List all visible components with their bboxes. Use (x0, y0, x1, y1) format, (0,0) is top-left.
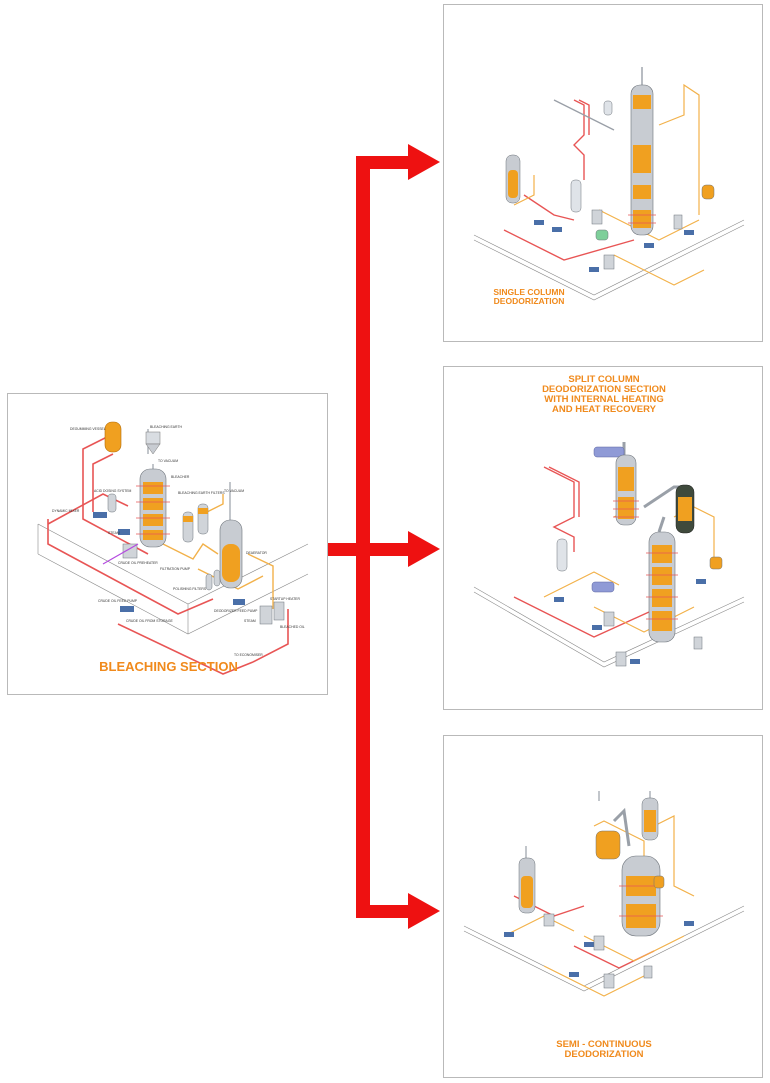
arrow-branch-middle-shaft (364, 543, 410, 556)
single-column-title-line1: SINGLE COLUMN (493, 287, 565, 297)
semi-continuous-title-line2: DEODORIZATION (564, 1048, 644, 1060)
single-column-panel: SINGLE COLUMN DEODORIZATION (443, 4, 763, 342)
split-column-title-line4: AND HEAT RECOVERY (552, 403, 656, 415)
arrow-branch-bottom-shaft (356, 905, 410, 918)
semi-continuous-panel: SEMI - CONTINUOUS DEODORIZATION (443, 735, 763, 1078)
deaerator-vessel (518, 857, 536, 914)
high-pressure-steam-generator (570, 179, 582, 213)
distillate-collector (653, 875, 665, 889)
startup-heater (259, 601, 285, 625)
label-deaerator: DEAERATOR (246, 551, 267, 555)
high-pressure-steam-generator (556, 538, 568, 572)
polishing-filters (205, 569, 221, 591)
upper-column (613, 454, 639, 526)
split-column-title: SPLIT COLUMN DEODORIZATION SECTION WITH … (504, 375, 704, 415)
vacuum-scrubber (603, 100, 613, 116)
label-crude-oil-feed-pump: CRUDE OIL FEED PUMP (98, 599, 138, 603)
deodorizer-column (628, 84, 656, 236)
bleaching-earth-filters (182, 503, 209, 543)
label-bleaching-earth-filters: BLEACHING EARTH FILTERS (178, 491, 225, 495)
label-startup-heater: STARTUP HEATER (270, 597, 300, 601)
crude-oil-preheater (102, 543, 139, 565)
label-polishing-filters: POLISHING FILTERS (173, 587, 207, 591)
deaerator-vessel (219, 494, 243, 589)
split-column-diagram (473, 442, 745, 668)
pumps-group (534, 220, 694, 272)
acid-dosing-system (93, 493, 130, 535)
split-column-panel: SPLIT COLUMN DEODORIZATION SECTION WITH … (443, 366, 763, 710)
pre-heater-vessel (595, 830, 621, 860)
label-crude-oil-from-storage: CRUDE OIL FROM STORAGE (126, 619, 173, 623)
internal-heating-vessel (593, 446, 625, 458)
label-degumming-vessel: DEGUMMING VESSEL (70, 427, 106, 431)
label-dynamic-mixer: DYNAMIC MIXER (52, 509, 80, 513)
distillate-receiver (701, 184, 715, 200)
main-deodorizer-tank (619, 855, 663, 937)
split-column-title-line3: WITH INTERNAL HEATING (544, 393, 664, 405)
single-column-diagram (473, 67, 745, 301)
degumming-vessel (104, 421, 122, 453)
split-column-title-line2: DEODORIZATION SECTION (542, 383, 666, 395)
scrubber (675, 484, 695, 534)
deaerator-vessel (505, 154, 521, 204)
arrow-head-top (408, 144, 440, 180)
arrow-branch-top-shaft (356, 156, 410, 169)
arrow-head-middle (408, 531, 440, 567)
label-steam-2: STEAM (244, 619, 256, 623)
arrow-trunk-horizontal (328, 543, 364, 556)
lower-column (646, 531, 678, 643)
label-filtration-pump: FILTRATION PUMP (160, 567, 191, 571)
pumps-group (554, 579, 706, 664)
semi-continuous-title-line1: SEMI - CONTINUOUS (556, 1039, 652, 1050)
semi-continuous-title: SEMI - CONTINUOUS DEODORIZATION (504, 1040, 704, 1060)
bleaching-section-title: BLEACHING SECTION (99, 659, 238, 674)
label-to-vacuum-1: TO VACUUM (158, 459, 178, 463)
single-column-title: SINGLE COLUMN DEODORIZATION (464, 288, 594, 306)
economiser (595, 229, 609, 241)
bleacher-column (136, 468, 170, 548)
single-column-title-line2: DEODORIZATION (493, 295, 565, 306)
semi-continuous-diagram (463, 791, 745, 997)
distillate-receiver (709, 556, 723, 570)
label-deodorizer-feed-pump: DEODORIZER FEED PUMP (214, 609, 258, 613)
heat-exchangers (543, 913, 653, 989)
split-column-title-line1: SPLIT COLUMN (568, 374, 640, 385)
crude-oil-feed-pump (120, 606, 134, 612)
pumps-group (504, 921, 694, 977)
label-acid-dosing: ACID DOSING SYSTEM (94, 489, 131, 493)
label-to-vacuum-2: TO VACUUM (224, 489, 244, 493)
label-crude-oil-preheater: CRUDE OIL PREHEATER (118, 561, 158, 565)
label-bleached-oil: BLEACHED OIL (280, 625, 305, 629)
bleaching-section-diagram: DEGUMMING VESSEL BLEACHING EARTH TO VACU… (37, 421, 309, 675)
label-bleacher: BLEACHER (171, 475, 190, 479)
deodorizer-feed-pump (233, 599, 245, 605)
heat-recovery-vessel (591, 581, 615, 593)
label-to-economiser: TO ECONOMISER (234, 653, 263, 657)
label-steam: STEAM (108, 531, 120, 535)
label-bleaching-earth: BLEACHING EARTH (150, 425, 183, 429)
arrow-trunk-vertical (356, 156, 370, 918)
heat-exchangers (603, 611, 703, 667)
heat-exchangers (591, 209, 683, 270)
scrubber (641, 797, 659, 841)
arrow-head-bottom (408, 893, 440, 929)
bleaching-section-panel: DEGUMMING VESSEL BLEACHING EARTH TO VACU… (7, 393, 328, 695)
bleaching-earth-hopper (145, 431, 161, 455)
